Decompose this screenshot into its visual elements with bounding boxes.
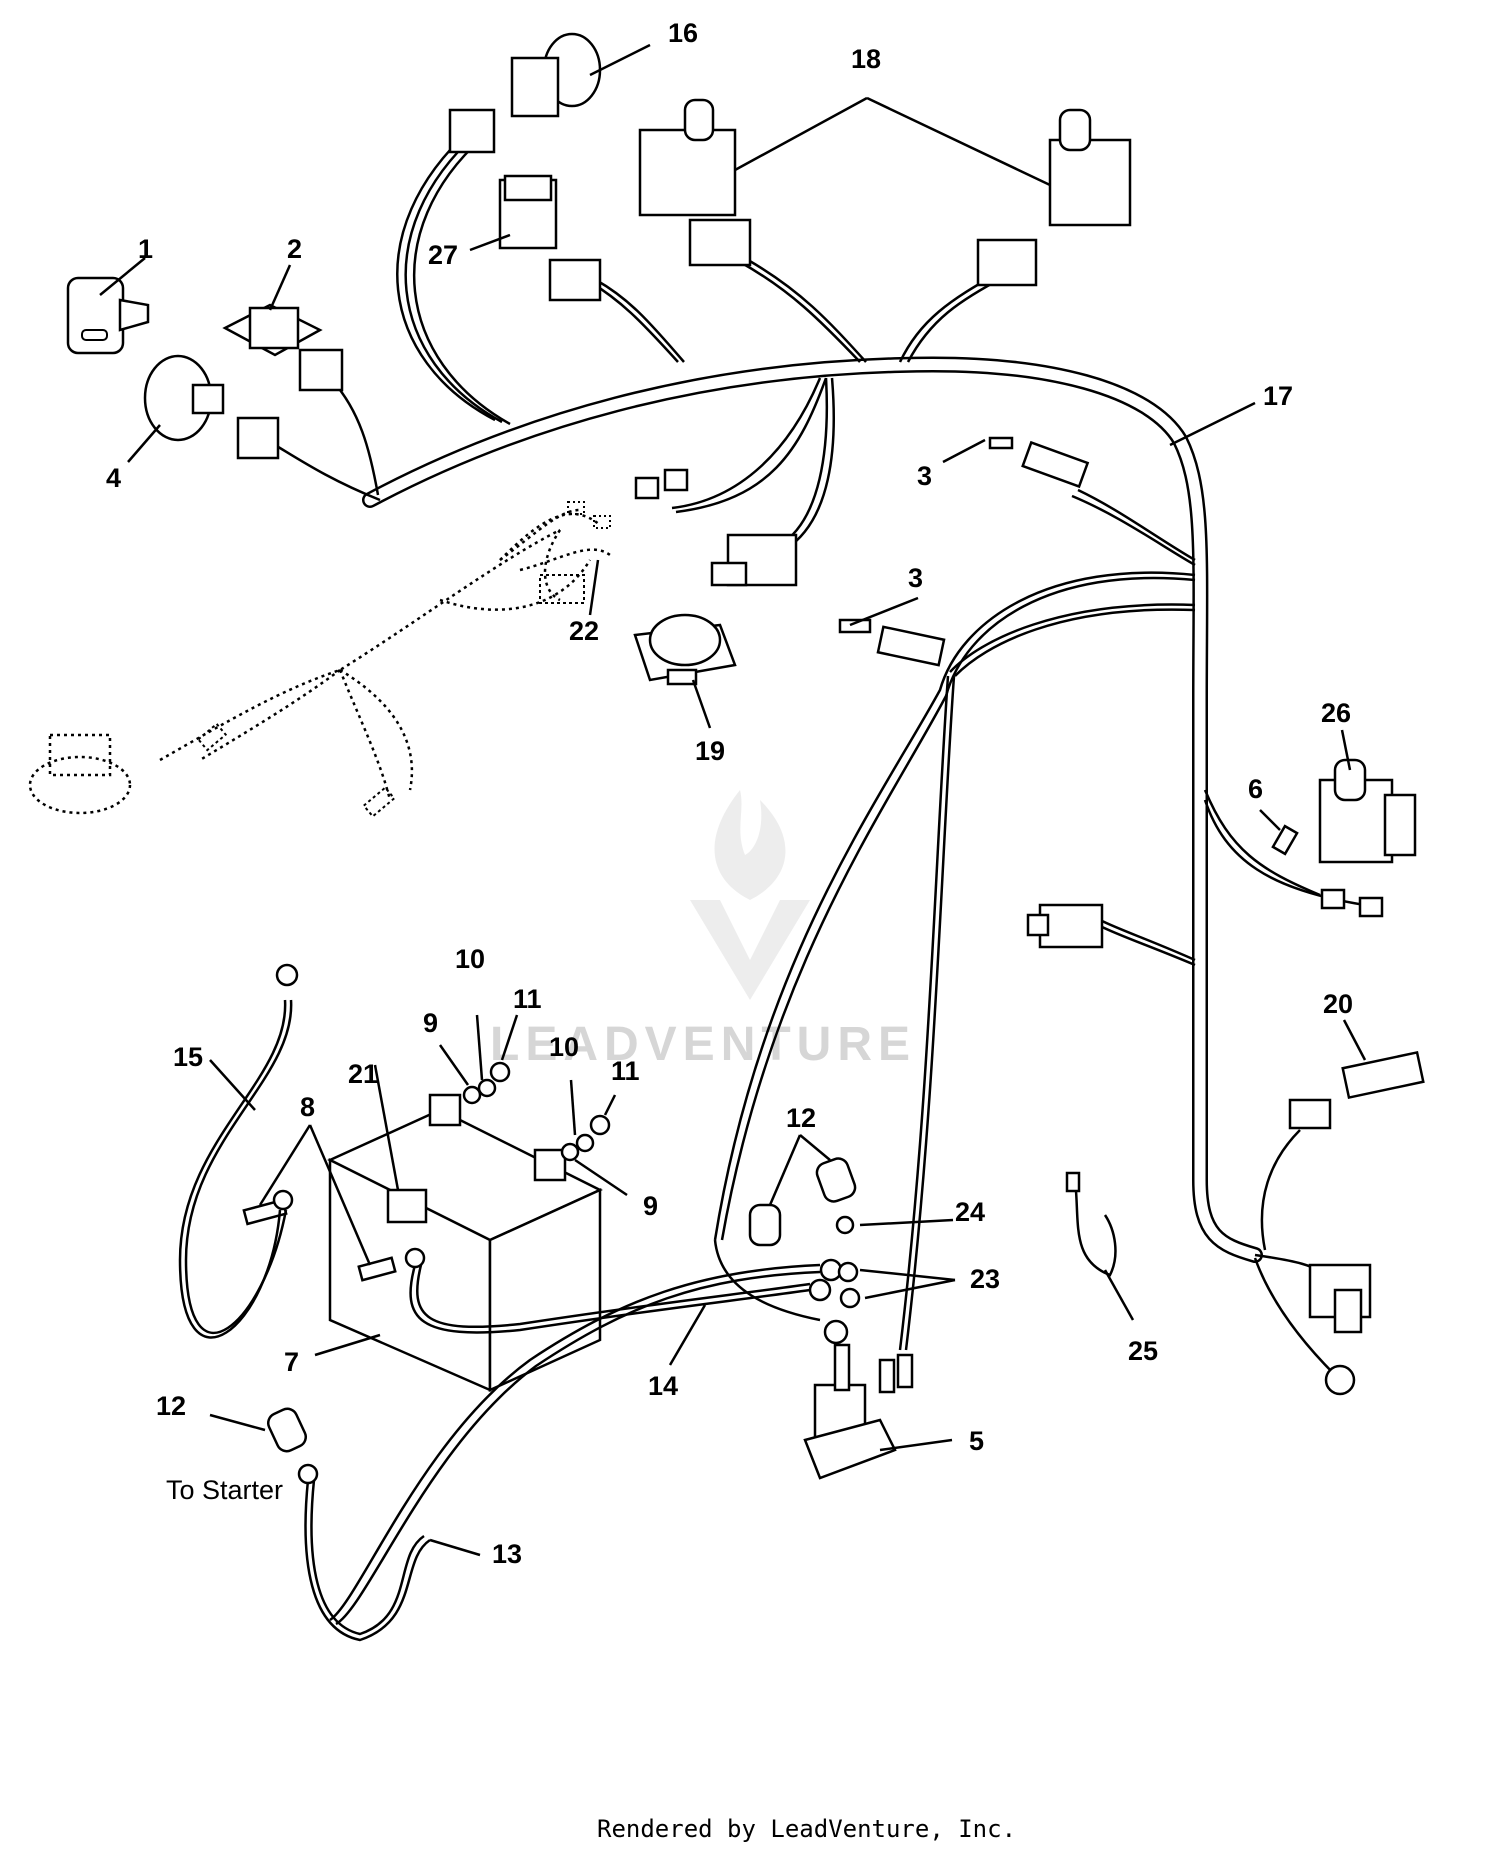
callout-25: 25: [1128, 1336, 1158, 1366]
ignition-key-1: [66, 276, 150, 355]
callout-6: 6: [1248, 774, 1263, 804]
connector-lower-right: [1308, 1263, 1372, 1396]
interlock-switch-26: [1318, 758, 1417, 918]
spade-terminals: [634, 468, 798, 587]
callout-18: 18: [851, 44, 881, 74]
connector-16: [448, 32, 602, 154]
callout-4: 4: [106, 463, 121, 493]
callout-10-lower: 10: [549, 1032, 579, 1062]
to-starter-label: To Starter: [166, 1475, 283, 1505]
callout-12-upper: 12: [786, 1103, 816, 1133]
callout-23: 23: [970, 1264, 1000, 1294]
callout-11-upper: 11: [513, 984, 542, 1014]
callout-9-upper: 9: [423, 1008, 438, 1038]
hardware-23-24: [835, 1215, 861, 1309]
sensor-19: [633, 613, 737, 686]
callout-16: 16: [668, 18, 698, 48]
connector-3-lower: [838, 618, 946, 667]
callout-7: 7: [284, 1347, 299, 1377]
battery-21: [327, 1093, 603, 1392]
callout-14: 14: [648, 1371, 678, 1401]
watermark-text: LEADVENTURE: [490, 1018, 916, 1071]
callout-19: 19: [695, 736, 725, 766]
callout-3-lower: 3: [908, 563, 923, 593]
interlock-switch-18-left: [638, 98, 752, 267]
callout-27: 27: [428, 240, 458, 270]
solenoid-5: [803, 1343, 914, 1480]
callout-12-lower: 12: [156, 1391, 186, 1421]
callout-21: 21: [348, 1059, 378, 1089]
connector-side: [1026, 903, 1104, 949]
fuse-holder-27: [498, 174, 558, 250]
callout-2: 2: [287, 234, 302, 264]
callout-26: 26: [1321, 698, 1351, 728]
screw-6: [1271, 824, 1299, 856]
callout-17: 17: [1263, 381, 1293, 411]
fuse-20: [1288, 1050, 1425, 1130]
callout-22: 22: [569, 616, 599, 646]
tie-strap-25: [1065, 1171, 1117, 1277]
connector-top-small: [548, 258, 602, 302]
callout-8: 8: [300, 1092, 315, 1122]
ground-cable-15: [178, 963, 299, 1339]
callout-24: 24: [955, 1197, 985, 1227]
callout-20: 20: [1323, 989, 1353, 1019]
callout-1: 1: [138, 234, 153, 264]
footer-credit: Rendered by LeadVenture, Inc.: [597, 1815, 1016, 1843]
callout-3-upper: 3: [917, 461, 932, 491]
harness-branch-wires: [274, 129, 1366, 1376]
callout-5: 5: [969, 1426, 984, 1456]
callout-10-upper: 10: [455, 944, 485, 974]
watermark: [690, 790, 810, 1000]
connector-3-upper: [988, 436, 1090, 489]
callout-11-lower: 11: [611, 1056, 640, 1086]
interlock-switch-18-right: [976, 108, 1132, 287]
main-harness-17: [362, 356, 1263, 1263]
callout-9-lower: 9: [643, 1191, 658, 1221]
boots-12: [266, 1157, 857, 1453]
hardware-9-10-11: [462, 1061, 611, 1162]
battery-cables-14: [329, 1247, 849, 1626]
relay-2: [222, 303, 344, 392]
callout-15: 15: [173, 1042, 203, 1072]
callout-13: 13: [492, 1539, 522, 1569]
ignition-switch-4: [143, 354, 280, 460]
starter-cable-13: [297, 1463, 431, 1642]
optional-harness-dotted: [28, 501, 611, 818]
leader-lines: [99, 43, 1367, 1557]
